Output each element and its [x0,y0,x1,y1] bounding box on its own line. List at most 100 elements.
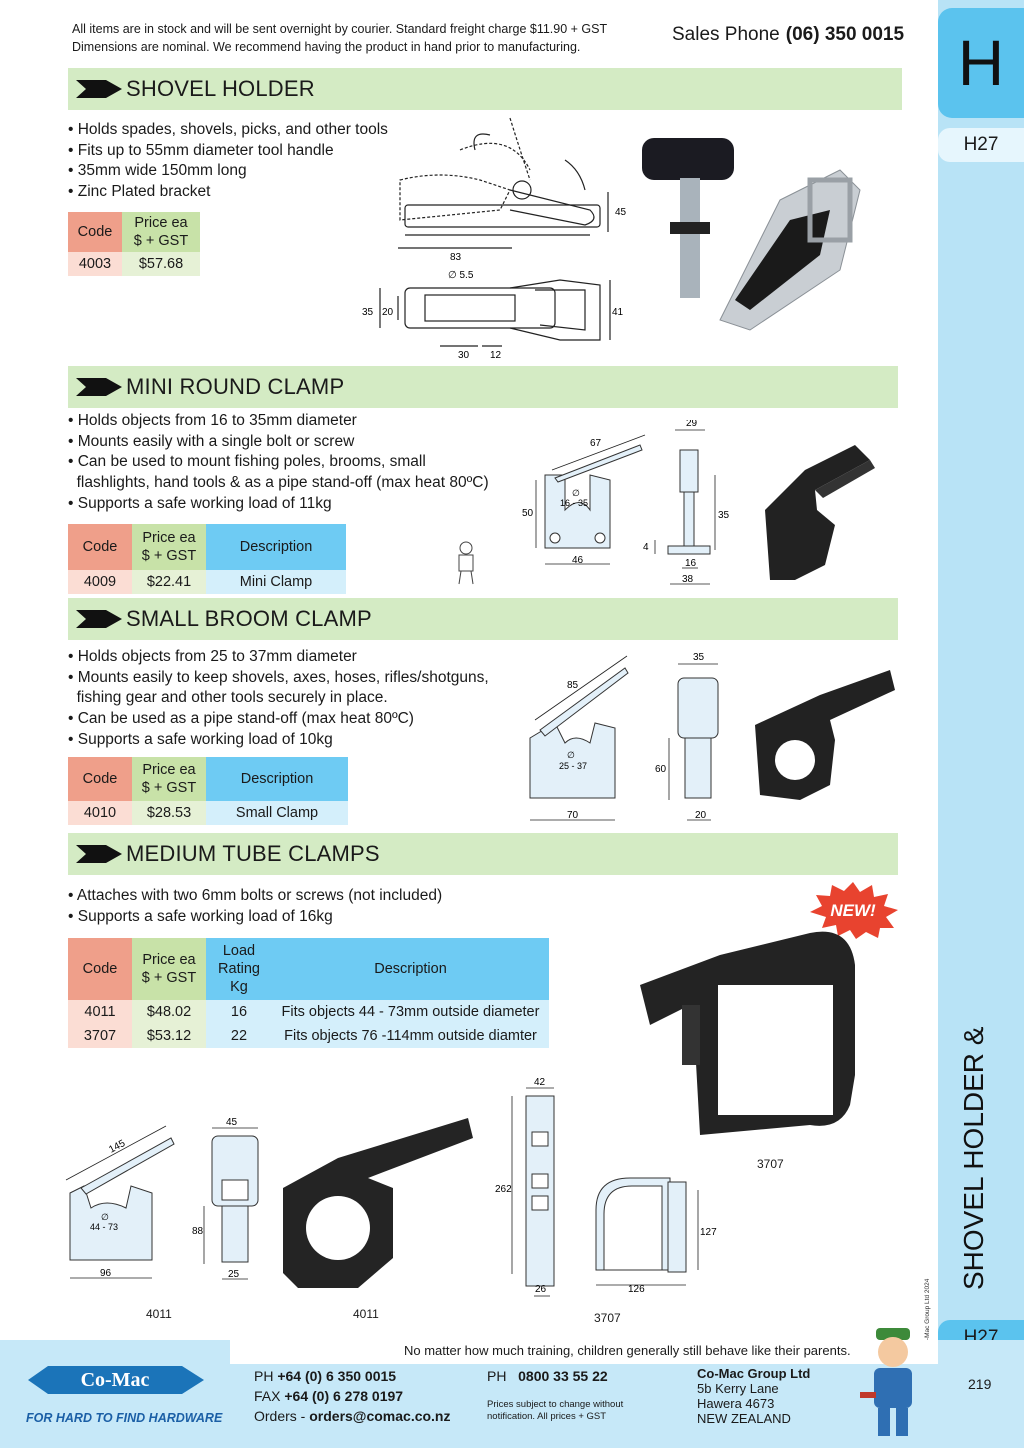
col-code: Code [68,757,132,801]
section-letter-tab[interactable]: H [938,8,1024,118]
table-row[interactable]: 4010 $28.53 Small Clamp [68,801,348,825]
fax-number: +64 (0) 6 278 0197 [284,1388,404,1404]
cell-description: Mini Clamp [206,570,346,594]
col-code: Code [68,212,122,252]
dim-dia: ∅ [567,750,575,760]
logo-text: Co-Mac [81,1369,150,1391]
mini-clamp-drawing: 67 29 50 ∅ 16 - 35 46 35 4 16 38 [522,420,730,585]
bullet: • Holds objects from 16 to 35mm diameter [68,412,357,429]
mini-bullets: • Holds objects from 16 to 35mm diameter… [68,411,489,515]
table-row[interactable]: 3707 $53.12 22 Fits objects 76 -114mm ou… [68,1024,549,1048]
bullet: • Can be used as a pipe stand-off (max h… [68,710,414,728]
arrow-icon [76,80,122,98]
cell-code: 4010 [68,801,132,825]
ph2-label: PH [487,1368,507,1384]
cell-price: $48.02 [132,1000,206,1024]
dim-25-37: 25 - 37 [559,761,587,771]
cell-description: Small Clamp [206,801,348,825]
dim-85: 85 [567,680,579,691]
dim-35: 35 [693,652,705,663]
shovel-bullets: • Holds spades, shovels, picks, and othe… [68,120,388,203]
dim-83: 83 [450,252,462,263]
footer-phone: PH +64 (0) 6 350 0015 [254,1366,396,1386]
dim-29: 29 [686,420,698,429]
col-description: Description [272,938,549,1000]
col-code: Code [68,938,132,1000]
dim-35: 35 [718,510,730,521]
shovel-holder-drawing: 83 45 ∅ 5.5 35 20 41 30 12 [362,117,627,360]
medium-clamp-3707-photo [640,931,855,1135]
sales-phone: Sales Phone(06) 350 0015 [672,24,904,46]
dim-88: 88 [192,1226,204,1237]
section-title: MINI ROUND CLAMP [126,374,345,399]
table-row[interactable]: 4011 $48.02 16 Fits objects 44 - 73mm ou… [68,1000,549,1024]
dim-dia: ∅ [101,1212,109,1222]
sales-number[interactable]: (06) 350 0015 [785,24,905,45]
dim-26: 26 [535,1284,547,1295]
tagline: FOR HARD TO FIND HARDWARE [26,1411,223,1425]
medium-clamp-3707-side-drawing: 127 126 [595,1177,717,1295]
dim-30: 30 [458,350,470,360]
dim-50: 50 [522,508,534,519]
cell-description: Fits objects 44 - 73mm outside diameter [272,1000,549,1024]
orders-email[interactable]: orders@comac.co.nz [309,1408,451,1424]
bullet: • Fits up to 55mm diameter tool handle [68,141,334,159]
new-badge: NEW! [810,882,898,939]
section-header-shovel: SHOVEL HOLDER [68,68,902,110]
price-table-small: Code Price ea$ + GST Description 4010 $2… [68,757,348,825]
bullet: • Supports a safe working load of 10kg [68,730,333,748]
cell-code: 4003 [68,252,122,276]
dim-5-5: ∅ 5.5 [448,270,474,281]
table-row[interactable]: 4009 $22.41 Mini Clamp [68,570,346,594]
ph-number[interactable]: +64 (0) 6 350 0015 [277,1368,397,1384]
bullet: flashlights, hand tools & as a pipe stan… [68,474,489,492]
footer-quote: No matter how much training, children ge… [404,1343,851,1358]
table-row[interactable]: 4003 $57.68 [68,252,200,276]
cell-code: 4011 [68,1000,132,1024]
dim-42: 42 [534,1077,546,1088]
cell-code: 3707 [68,1024,132,1048]
footer-disclaimer: Prices subject to change without notific… [487,1399,624,1422]
fax-label: FAX [254,1388,281,1404]
arrow-icon [76,845,122,863]
footer-address: Co-Mac Group Ltd 5b Kerry Lane Hawera 46… [697,1366,811,1426]
cell-price: $22.41 [132,570,206,594]
section-header-small: SMALL BROOM CLAMP [68,598,898,640]
freephone-number[interactable]: 0800 33 55 22 [518,1368,608,1384]
dim-60: 60 [655,764,667,775]
dim-44-73: 44 - 73 [90,1222,118,1232]
orders-label: Orders - [254,1408,306,1424]
arrow-icon [76,378,122,396]
caption-3707-drawing: 3707 [594,1311,621,1325]
cell-price: $53.12 [132,1024,206,1048]
comac-logo[interactable]: Co-Mac [22,1360,208,1430]
dim-45: 45 [615,207,627,218]
bullet: • Attaches with two 6mm bolts or screws … [68,887,443,904]
bullet: • Can be used to mount fishing poles, br… [68,453,426,471]
page-number: 219 [968,1376,992,1392]
dim-96: 96 [100,1268,112,1279]
new-badge-text: NEW! [830,901,876,920]
dim-126: 126 [628,1284,645,1295]
cell-price: $28.53 [132,801,206,825]
mini-clamp-photo [765,445,875,580]
footer-orders: Orders - orders@comac.co.nz [254,1406,451,1426]
col-price: Price ea$ + GST [132,757,206,801]
bullet: • Zinc Plated bracket [68,183,211,201]
dim-67: 67 [590,438,602,449]
price-table-mini: Code Price ea$ + GST Description 4009 $2… [68,524,346,594]
section-header-medium: MEDIUM TUBE CLAMPS [68,833,898,875]
footer-fax: FAX +64 (0) 6 278 0197 [254,1386,403,1406]
cell-description: Fits objects 76 -114mm outside diamter [272,1024,549,1048]
dim-145: 145 [107,1138,127,1156]
arrow-icon [76,610,122,628]
sales-label: Sales Phone [672,24,780,45]
dim-20: 20 [695,810,707,821]
medium-clamp-3707-front-drawing: 42 262 26 [495,1077,555,1297]
sidebar-code-top: H27 [938,128,1024,162]
ph-label: PH [254,1368,274,1384]
section-title: MEDIUM TUBE CLAMPS [126,841,380,866]
bullet: • Holds spades, shovels, picks, and othe… [68,121,388,138]
